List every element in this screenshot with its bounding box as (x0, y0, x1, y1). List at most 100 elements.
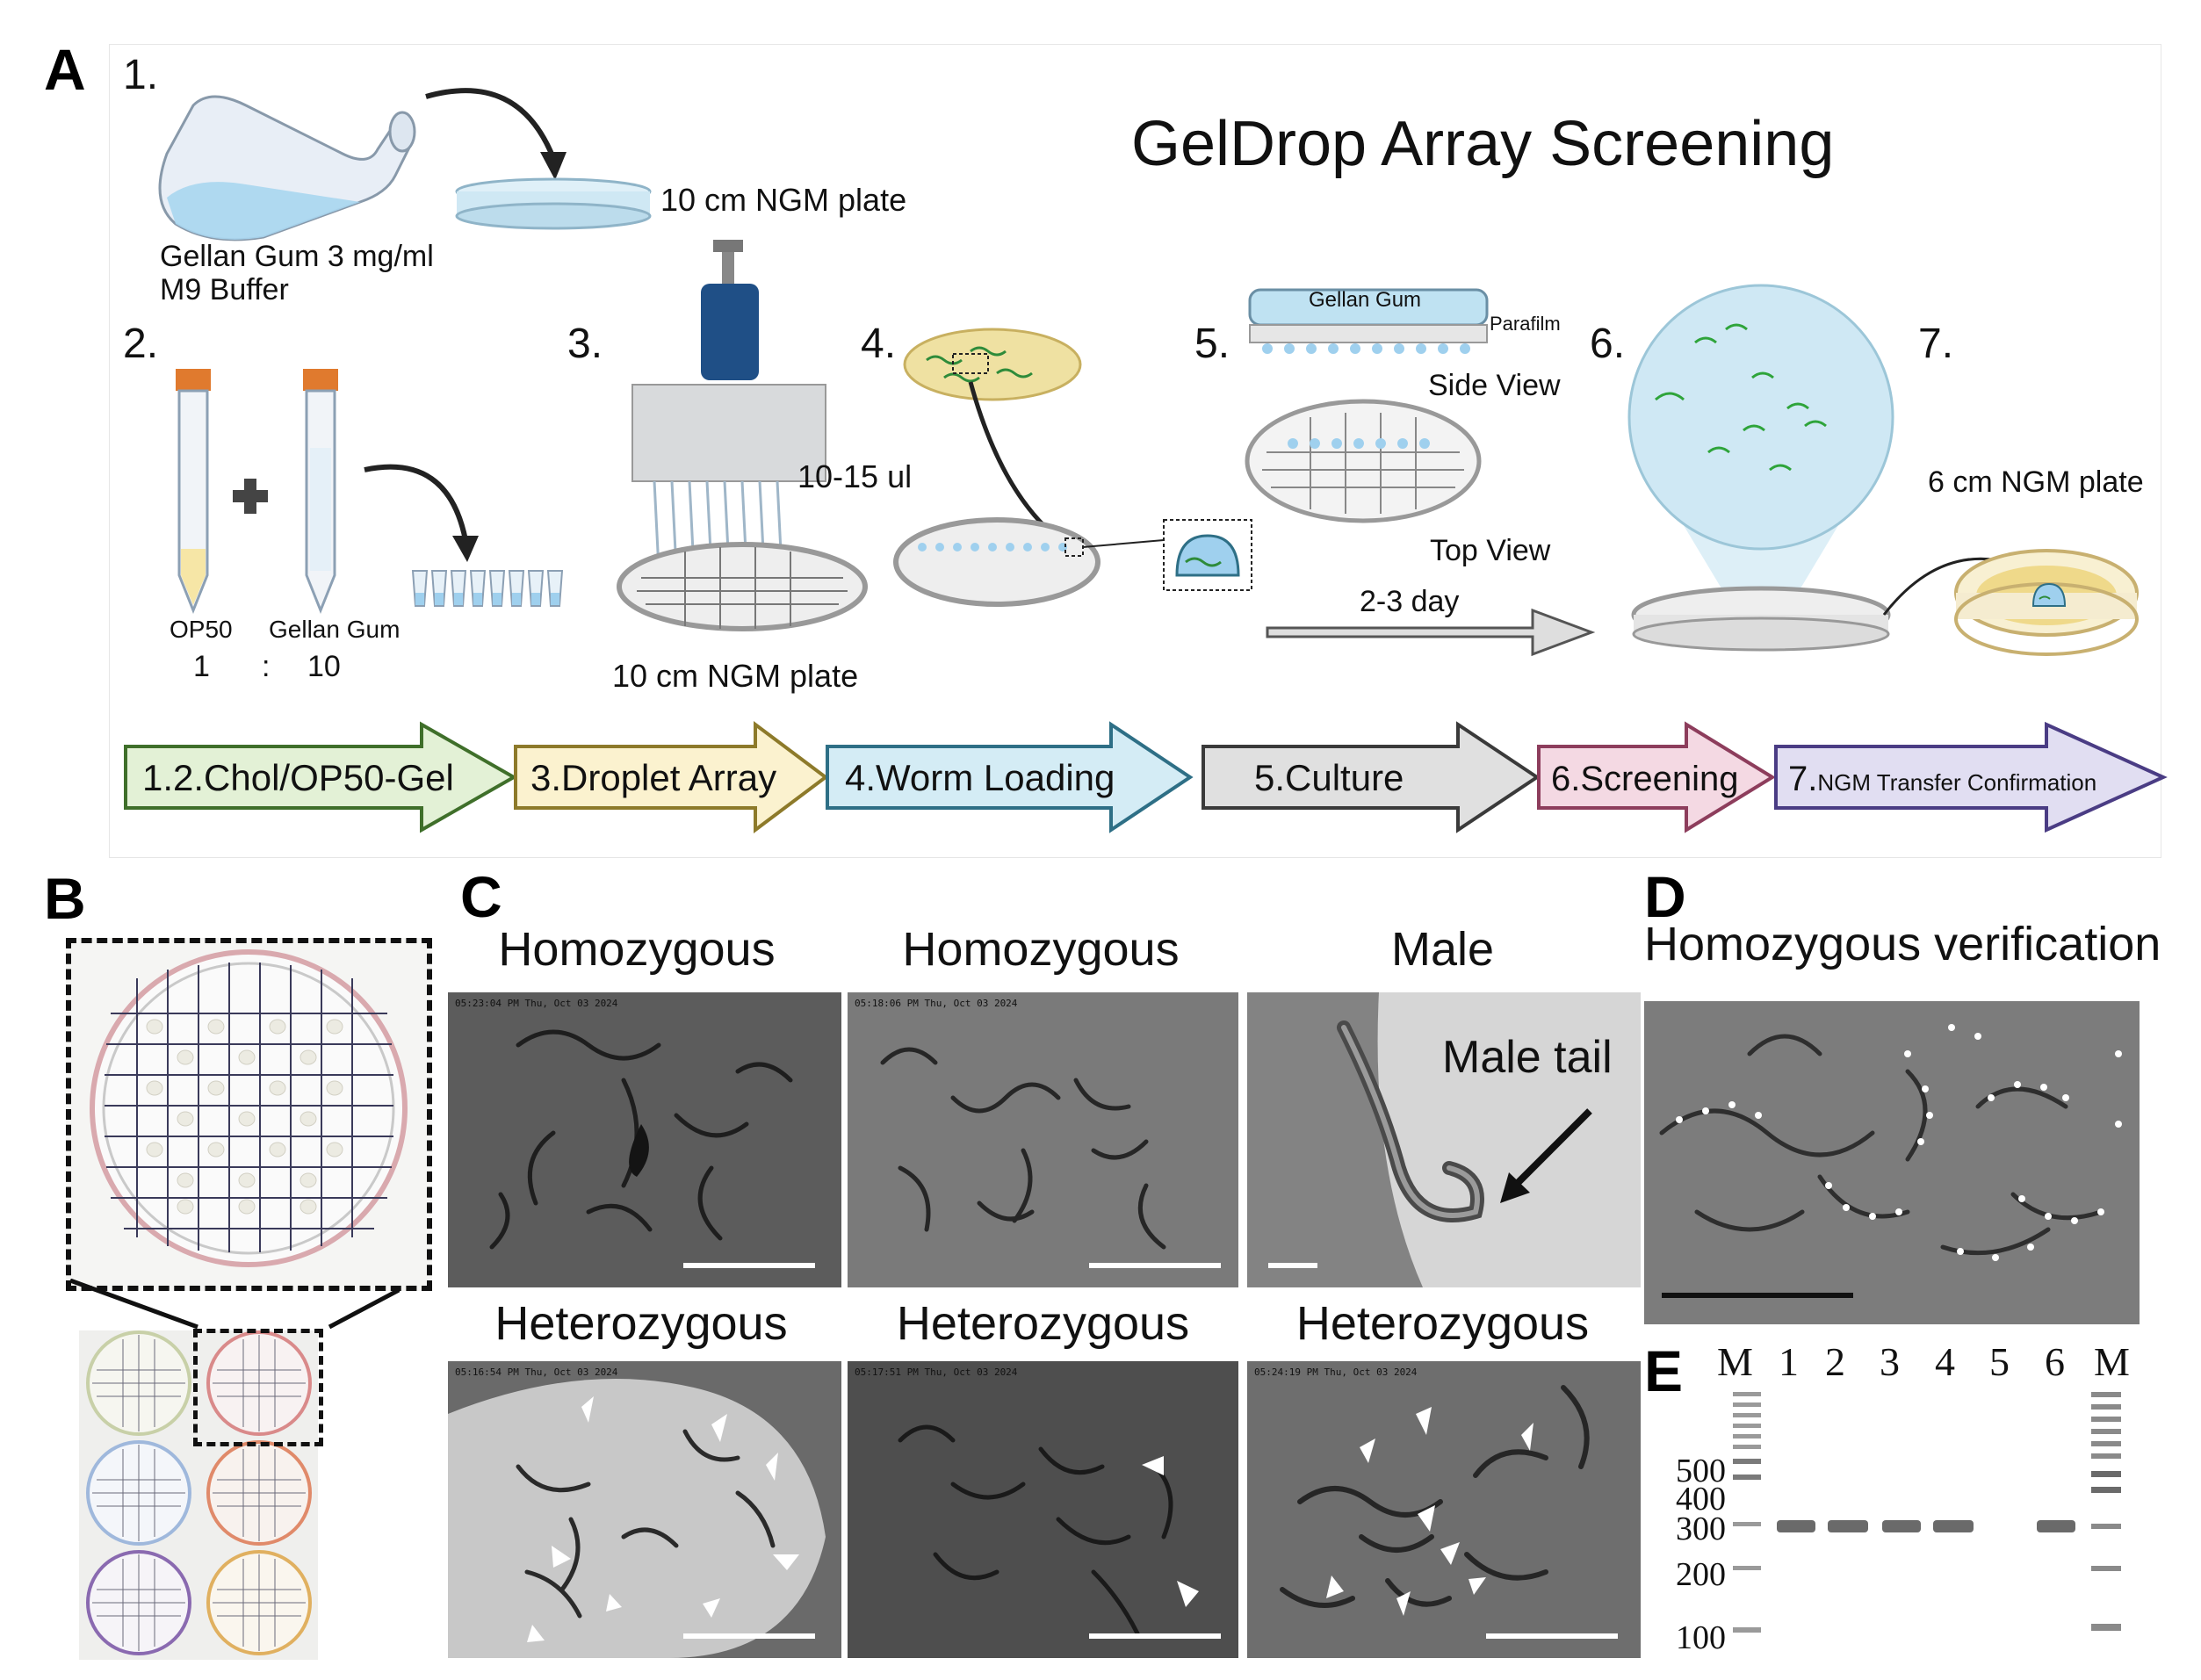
plate-label-bottom: 10 cm NGM plate (612, 658, 859, 694)
culture-top-view-illustration (1245, 399, 1482, 523)
gel-lane-label-2: 2 (1825, 1339, 1845, 1384)
strip-tubes-illustration (411, 570, 564, 607)
parafilm-label: Parafilm (1490, 313, 1561, 335)
male-tail-label: Male tail (1442, 1032, 1613, 1083)
ratio-right: 10 (307, 650, 341, 683)
panel-label-a: A (44, 37, 86, 102)
workflow-arrow-6 (1774, 721, 2168, 833)
scale-bar-3 (1268, 1263, 1317, 1268)
step-4-number: 4. (861, 321, 897, 367)
workflow-arrow-1 (124, 721, 518, 833)
micrograph-male: Male tail (1247, 992, 1641, 1287)
tubes-illustration (176, 369, 479, 615)
gel-lane-label-5: 5 (1989, 1339, 2010, 1384)
panel-label-b: B (44, 866, 86, 931)
timestamp-4: 05:17:51 PM Thu, Oct 03 2024 (855, 1366, 1018, 1378)
culture-side-view-illustration (1248, 288, 1489, 354)
panel-d-title: Homozygous verification (1644, 918, 2161, 970)
gel-ladder-left (1733, 1392, 1761, 1633)
workflow-label-4: 5.Culture (1254, 757, 1404, 798)
gellan-label-line1: Gellan Gum 3 mg/ml (160, 240, 434, 273)
workflow-arrow-4 (1202, 721, 1541, 833)
workflow-arrow-5 (1537, 721, 1776, 833)
screening-magnifier-illustration (1627, 284, 1894, 652)
duration-label: 2-3 day (1360, 585, 1460, 618)
workflow-label-6: 7.NGM Transfer Confirmation (1788, 761, 2096, 797)
workflow-arrow-2 (514, 721, 829, 833)
workflow-label-6-small: NGM Transfer Confirmation (1817, 769, 2097, 796)
plate-small-label: 6 cm NGM plate (1928, 465, 2144, 499)
fluorescence-micrograph (1644, 1001, 2140, 1324)
panel-label-d: D (1644, 864, 1686, 929)
scale-bar-5 (1089, 1633, 1221, 1639)
timestamp-1: 05:23:04 PM Thu, Oct 03 2024 (455, 998, 618, 1009)
side-view-label: Side View (1428, 369, 1561, 402)
scale-bar-d (1662, 1293, 1853, 1298)
panel-c-title-1: Homozygous (498, 923, 776, 976)
transfer-arrow-1 (425, 88, 566, 180)
workflow-label-6-number: 7. (1788, 760, 1818, 798)
plate-label-top: 10 cm NGM plate (660, 182, 907, 218)
step-7-number: 7. (1918, 321, 1954, 367)
step-1-number: 1. (123, 52, 159, 98)
overview-selection-box (193, 1329, 323, 1446)
dish-photo-zoomed (66, 938, 432, 1291)
panel-c-title-2: Homozygous (902, 923, 1180, 976)
panel-c-title-3: Male (1390, 923, 1495, 976)
scale-bar-4 (683, 1633, 815, 1639)
panel-c-title-6: Heterozygous (1295, 1297, 1590, 1350)
gellan-gum-box-label: Gellan Gum (1309, 288, 1422, 312)
zoom-connector-lines (69, 1279, 400, 1330)
flask-illustration (158, 95, 416, 242)
multichannel-pipette-illustration (617, 240, 868, 631)
timestamp-3: 05:16:54 PM Thu, Oct 03 2024 (455, 1366, 618, 1378)
gel-marker-500: 500 (1676, 1453, 1726, 1489)
workflow-label-3: 4.Worm Loading (845, 757, 1115, 798)
micrograph-heterozygous-3: 05:24:19 PM Thu, Oct 03 2024 (1247, 1361, 1641, 1658)
dish-photo-overview (79, 1329, 323, 1660)
gellan-label-line2: M9 Buffer (160, 273, 289, 306)
ngm-plate-illustration (455, 177, 652, 230)
timestamp-2: 05:18:06 PM Thu, Oct 03 2024 (855, 998, 1018, 1009)
panel-a-frame (109, 44, 2161, 858)
step-6-number: 6. (1590, 321, 1626, 367)
scale-bar-2 (1089, 1263, 1221, 1268)
timestamp-5: 05:24:19 PM Thu, Oct 03 2024 (1254, 1366, 1418, 1378)
panel-c-title-5: Heterozygous (896, 1297, 1190, 1350)
micrograph-homozygous-1: 05:23:04 PM Thu, Oct 03 2024 (448, 992, 841, 1287)
workflow-label-5: 6.Screening (1551, 760, 1739, 798)
workflow-label-2: 3.Droplet Array (530, 757, 777, 798)
workflow-label-1: 1.2.Chol/OP50-Gel (142, 757, 454, 798)
step-3-number: 3. (567, 321, 603, 367)
op50-label: OP50 (170, 616, 233, 643)
ratio-colon: : (262, 650, 271, 683)
gel-lane-label-6: 6 (2045, 1339, 2065, 1384)
duration-arrow (1266, 608, 1596, 657)
step-2-number: 2. (123, 321, 159, 367)
gel-lane-label-4: 4 (1935, 1339, 1955, 1384)
volume-label: 10-15 ul (797, 458, 913, 494)
micrograph-homozygous-2: 05:18:06 PM Thu, Oct 03 2024 (848, 992, 1238, 1287)
panel-c-title-4: Heterozygous (494, 1297, 788, 1350)
step-5-number: 5. (1194, 321, 1230, 367)
gel-lane-label-3: 3 (1880, 1339, 1900, 1384)
workflow-arrow-3 (826, 721, 1194, 833)
worm-loading-illustration (893, 328, 1252, 607)
gel-lane-label-1: 1 (1779, 1339, 1799, 1384)
gel-marker-400: 400 (1676, 1481, 1726, 1518)
gel-marker-100: 100 (1676, 1619, 1726, 1656)
gel-bands-samples (1777, 1520, 2075, 1532)
gel-marker-300: 300 (1676, 1511, 1726, 1547)
workflow-row (124, 721, 2168, 833)
ratio-left: 1 (193, 650, 210, 683)
gel-lane-label-m-left: M (1717, 1339, 1753, 1384)
panel-a-title: GelDrop Array Screening (1131, 109, 1835, 179)
panel-label-c: C (460, 864, 502, 929)
ngm-small-plate-illustration (1954, 549, 2139, 656)
gel-lane-label-m-right: M (2094, 1339, 2130, 1384)
top-view-label: Top View (1430, 534, 1551, 567)
gellan-tube-label: Gellan Gum (269, 616, 401, 643)
gel-marker-200: 200 (1676, 1556, 1726, 1593)
scale-bar-1 (683, 1263, 815, 1268)
gel-ladder-right (2091, 1392, 2121, 1631)
